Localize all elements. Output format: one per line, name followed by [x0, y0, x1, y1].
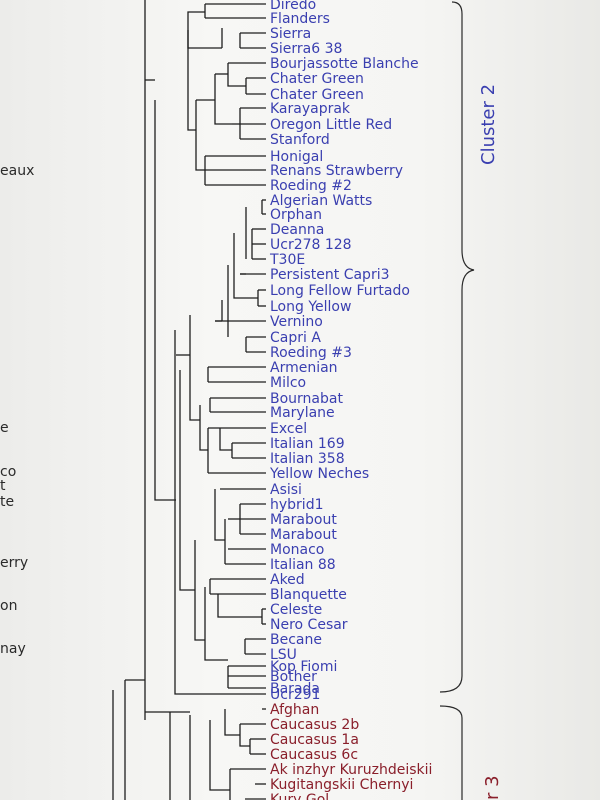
leaf-label: Monaco — [270, 542, 324, 558]
leaf-label: Ucr291 — [270, 687, 320, 703]
leaf-label: Barada — [270, 681, 320, 697]
leaf-label: Blanquette — [270, 587, 347, 603]
leaf-label: Italian 169 — [270, 436, 345, 452]
branch — [214, 74, 232, 125]
leaf-label: Caucasus 6c — [270, 747, 358, 763]
leaf-label: Kop Fiomi — [270, 659, 337, 675]
left-fragment-label: te — [0, 494, 14, 510]
leaf-label: Bother — [270, 669, 317, 685]
leaf-label: Diredo — [270, 0, 316, 13]
leaf-label: Afghan — [270, 702, 319, 718]
leaf-label: Italian 358 — [270, 451, 345, 467]
left-fragment-label: nay — [0, 641, 26, 657]
cluster2-bracket — [439, 1, 475, 693]
leaf-label: Aked — [270, 572, 305, 588]
leaf-label: Karayaprak — [270, 101, 351, 117]
leaf-label: Marabout — [270, 512, 337, 528]
leaf-label: Nero Cesar — [270, 617, 348, 633]
branch-lines — [112, 0, 266, 800]
leaf-label: T30E — [269, 252, 305, 268]
leaf-label: Italian 88 — [270, 557, 336, 573]
branch — [209, 720, 230, 791]
leaf-label: Marabout — [270, 527, 337, 543]
leaf-label: Roeding #2 — [270, 178, 352, 194]
leaf-label: Capri A — [270, 330, 321, 346]
branch — [174, 330, 200, 695]
left-fragment-label: on — [0, 598, 17, 614]
leaf-label: Vernino — [270, 314, 323, 330]
leaf-label: Sierra — [270, 26, 311, 42]
leaf-label: Celeste — [270, 602, 322, 618]
leaf-label: Roeding #3 — [270, 345, 352, 361]
left-fragment-label: e — [0, 420, 9, 436]
leaf-label: LSU — [270, 647, 297, 663]
branch — [233, 233, 258, 299]
leaf-label: Chater Green — [270, 87, 364, 103]
leaf-label: Sierra6 38 — [270, 41, 342, 57]
branch — [199, 405, 208, 451]
branch — [204, 587, 228, 661]
leaf-label: Orphan — [270, 207, 322, 223]
left-fragment-label: co — [0, 464, 16, 480]
branch — [214, 489, 225, 541]
branch — [239, 724, 250, 747]
branch — [224, 709, 240, 736]
cluster2-label: Cluster 2 — [478, 84, 499, 165]
leaf-label: Kury Gol — [270, 792, 329, 800]
leaf-label: Caucasus 2b — [270, 717, 359, 733]
branch — [217, 594, 262, 618]
leaf-label: Ucr278 128 — [270, 237, 352, 253]
cluster-brackets — [439, 1, 475, 800]
leaf-label: Stanford — [270, 132, 330, 148]
branch — [195, 100, 200, 171]
leaf-label: Becane — [270, 632, 322, 648]
branch — [187, 30, 196, 131]
leaf-label: Oregon Little Red — [270, 117, 392, 133]
leaf-label: Excel — [270, 421, 307, 437]
leaf-label: Asisi — [270, 482, 302, 498]
leaf-label: Milco — [270, 375, 306, 391]
branch — [189, 315, 200, 421]
leaf-label: Long Fellow Furtado — [270, 283, 410, 299]
leaf-label: Yellow Neches — [269, 466, 369, 482]
branch — [227, 63, 246, 87]
leaf-label: Deanna — [270, 222, 324, 238]
branch — [154, 100, 176, 501]
leaf-label: Renans Strawberry — [270, 163, 403, 179]
left-fragment-label: eaux — [0, 163, 34, 179]
cluster3-label: r 3 — [482, 775, 503, 800]
left-fragment-label: t — [0, 478, 6, 494]
leaf-label: Marylane — [270, 405, 335, 421]
leaf-label: Persistent Capri3 — [270, 267, 390, 283]
cluster3-bracket — [439, 705, 463, 800]
branch — [194, 540, 205, 641]
leaf-label: Bourjassotte Blanche — [270, 56, 419, 72]
leaf-label: Caucasus 1a — [270, 732, 359, 748]
branch — [179, 370, 195, 591]
leaf-label: Flanders — [270, 11, 330, 27]
leaf-label: hybrid1 — [270, 497, 323, 513]
leaf-label: Kugitangskii Chernyi — [270, 777, 413, 793]
leaf-label: Armenian — [270, 360, 338, 376]
leaf-label: Honigal — [270, 149, 323, 165]
leaf-label: Ak inzhyr Kuruzhdeiskii — [270, 762, 432, 778]
branch — [219, 428, 232, 451]
leaf-label: Chater Green — [270, 71, 364, 87]
leaf-label: Bournabat — [270, 391, 343, 407]
leaf-label: Long Yellow — [270, 299, 351, 315]
leaf-label: Algerian Watts — [270, 193, 372, 209]
left-fragment-label: erry — [0, 555, 28, 571]
